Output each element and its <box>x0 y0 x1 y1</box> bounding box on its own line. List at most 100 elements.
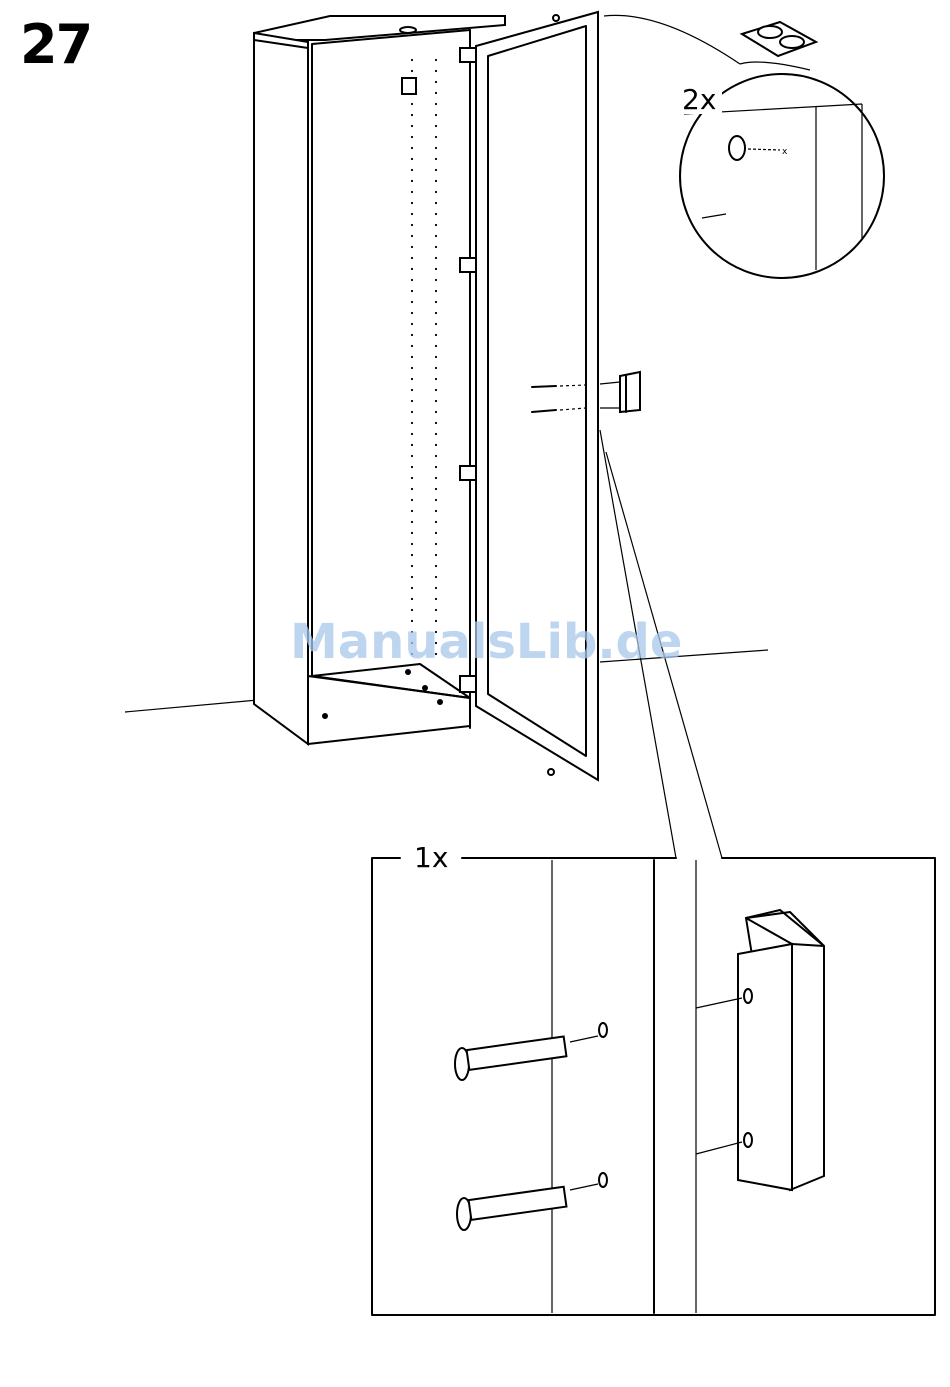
pin-hole <box>435 180 437 182</box>
pin-hole <box>435 356 437 358</box>
pin-hole <box>411 367 413 369</box>
pin-hole <box>411 301 413 303</box>
pin-hole <box>435 609 437 611</box>
pin-hole <box>411 510 413 512</box>
pin-hole <box>435 587 437 589</box>
pin-hole <box>411 268 413 270</box>
detail-frame <box>372 858 935 1315</box>
pin-hole <box>411 477 413 479</box>
pin-hole <box>435 422 437 424</box>
pin-hole <box>435 257 437 259</box>
pin-hole <box>435 59 437 61</box>
pin-hole <box>435 290 437 292</box>
pin-hole <box>411 543 413 545</box>
pin-hole <box>435 191 437 193</box>
pin-hole <box>435 598 437 600</box>
large-screw-icons <box>455 1023 607 1230</box>
pin-hole <box>435 213 437 215</box>
pin-hole <box>411 235 413 237</box>
pin-hole <box>411 224 413 226</box>
pin-hole <box>435 202 437 204</box>
screw-quantity-label: 1x <box>408 844 454 872</box>
pin-hole <box>435 301 437 303</box>
pin-hole <box>435 345 437 347</box>
pin-hole <box>435 411 437 413</box>
pin-hole <box>435 488 437 490</box>
pin-hole <box>435 499 437 501</box>
pin-hole <box>411 576 413 578</box>
pin-hole <box>435 433 437 435</box>
pin-hole <box>435 169 437 171</box>
pin-hole <box>411 422 413 424</box>
pin-hole <box>411 598 413 600</box>
pin-hole <box>435 224 437 226</box>
pin-hole <box>411 587 413 589</box>
pin-hole <box>435 125 437 127</box>
pin-hole <box>411 400 413 402</box>
pin-hole <box>411 323 413 325</box>
pin-hole <box>435 279 437 281</box>
large-handle-icon <box>696 910 824 1190</box>
pin-hole <box>435 103 437 105</box>
pin-hole <box>435 444 437 446</box>
pin-hole <box>435 554 437 556</box>
pin-hole <box>435 576 437 578</box>
pin-hole <box>435 532 437 534</box>
pin-hole <box>435 334 437 336</box>
handle-icon <box>600 372 640 412</box>
pin-hole <box>435 477 437 479</box>
pin-hole <box>411 147 413 149</box>
pin-hole <box>411 433 413 435</box>
shelf-pin-holes <box>411 59 437 655</box>
pin-hole <box>411 257 413 259</box>
leader-lines <box>600 15 810 858</box>
pin-hole <box>435 70 437 72</box>
pin-hole <box>435 235 437 237</box>
pin-hole <box>435 323 437 325</box>
pin-hole <box>435 455 437 457</box>
pin-hole <box>411 103 413 105</box>
pin-hole <box>411 158 413 160</box>
step-number: 27 <box>20 18 91 72</box>
pin-hole <box>411 202 413 204</box>
bumper-pad-icon <box>742 22 816 56</box>
pin-hole <box>411 345 413 347</box>
pin-hole <box>411 125 413 127</box>
pin-hole <box>411 521 413 523</box>
pin-hole <box>411 290 413 292</box>
pin-hole <box>411 213 413 215</box>
pin-hole <box>435 158 437 160</box>
pin-hole <box>411 466 413 468</box>
pin-hole <box>435 81 437 83</box>
pin-hole <box>411 70 413 72</box>
bumper-quantity-label: 2x <box>676 86 722 114</box>
pin-hole <box>411 279 413 281</box>
pin-hole <box>435 543 437 545</box>
pin-hole <box>435 565 437 567</box>
pin-hole <box>411 169 413 171</box>
pin-hole <box>411 411 413 413</box>
pin-hole <box>411 532 413 534</box>
pin-hole <box>435 367 437 369</box>
pin-hole <box>435 136 437 138</box>
pin-hole <box>435 510 437 512</box>
pin-hole <box>411 136 413 138</box>
watermark: ManualsLib.de <box>290 614 682 670</box>
pin-hole <box>435 400 437 402</box>
pin-hole <box>411 488 413 490</box>
pin-hole <box>435 521 437 523</box>
pin-hole <box>435 312 437 314</box>
pin-hole <box>435 147 437 149</box>
pin-hole <box>411 455 413 457</box>
pin-hole <box>435 114 437 116</box>
pin-hole <box>411 114 413 116</box>
pin-hole <box>411 378 413 380</box>
pin-hole <box>411 554 413 556</box>
pin-hole <box>411 609 413 611</box>
pin-hole <box>411 246 413 248</box>
pin-hole <box>411 312 413 314</box>
pin-hole <box>411 180 413 182</box>
pin-hole <box>435 466 437 468</box>
